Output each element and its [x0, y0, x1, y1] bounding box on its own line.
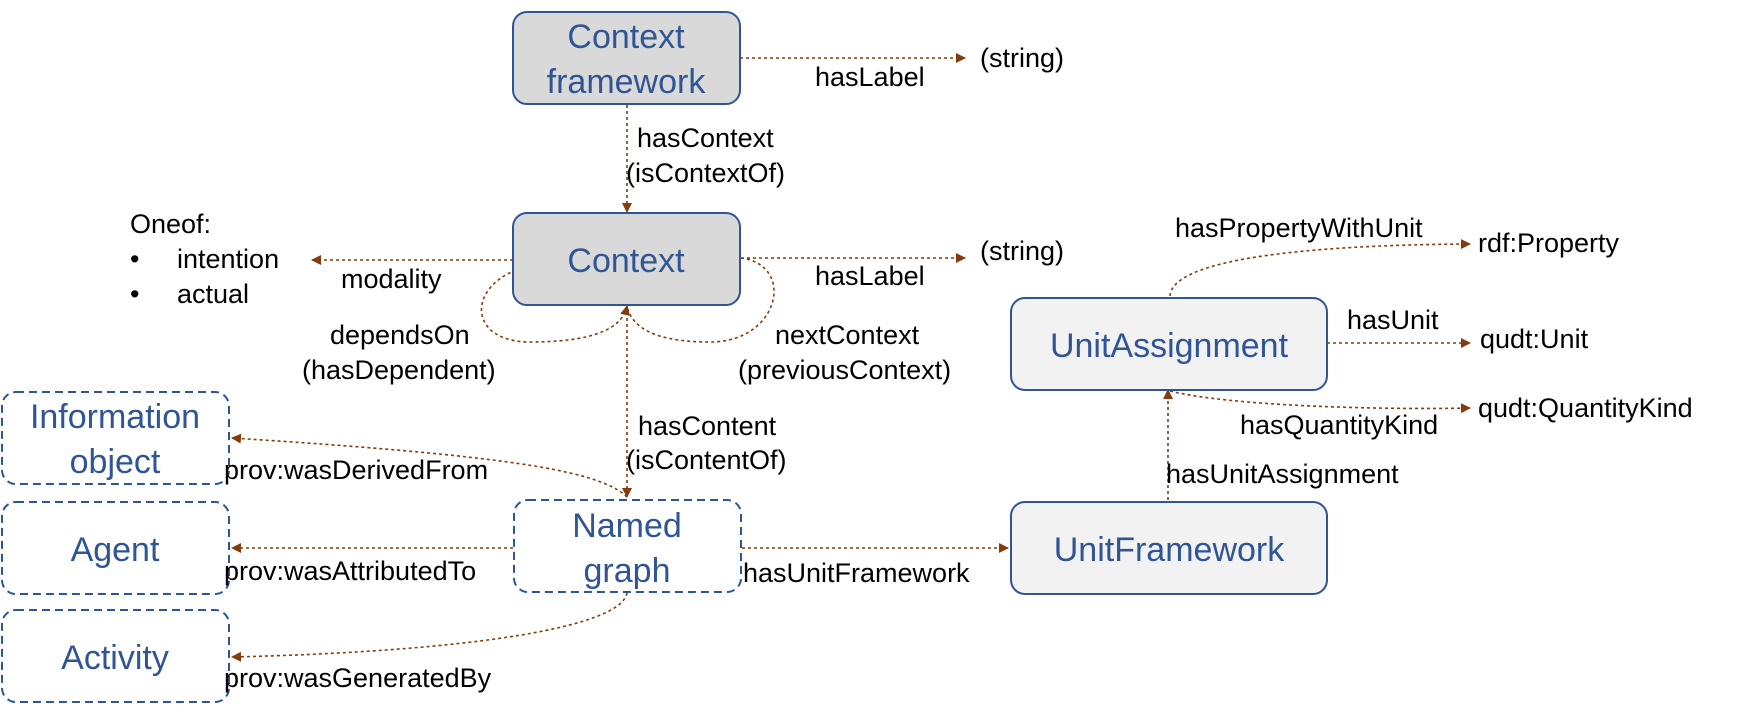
oneof-item-actual: actual [177, 279, 249, 309]
node-named-graph: Named graph [513, 499, 742, 593]
node-label-line1: Named [572, 507, 682, 545]
literal-qudt-quantitykind: qudt:QuantityKind [1478, 393, 1693, 423]
label-next-context: nextContext [775, 320, 920, 350]
oneof-bullet-1: • [130, 244, 139, 274]
oneof-list: Oneof: • intention • actual [130, 209, 279, 309]
label-depends-on: dependsOn [330, 320, 470, 350]
oneof-bullet-2: • [130, 279, 139, 309]
node-unit-framework: UnitFramework [1010, 501, 1328, 595]
label-modality: modality [341, 264, 442, 294]
label-has-context: hasContext [637, 123, 774, 153]
edge-labels: hasLabel hasContext (isContextOf) hasLab… [224, 62, 1439, 693]
node-context-framework: Context framework [512, 11, 741, 105]
literal-qudt-unit: qudt:Unit [1480, 324, 1589, 354]
node-context: Context [512, 212, 741, 306]
oneof-item-intention: intention [177, 244, 279, 274]
edge-was-derived-from [231, 433, 628, 498]
label-previous-context: (previousContext) [738, 355, 951, 385]
label-was-derived-from: prov:wasDerivedFrom [224, 455, 488, 485]
oneof-title: Oneof: [130, 209, 211, 239]
node-label-line1: Information [30, 398, 200, 436]
edge-next-context-loop [626, 257, 775, 343]
label-is-content-of: (isContentOf) [626, 445, 787, 475]
label-has-content: hasContent [638, 411, 777, 441]
node-box [1, 609, 230, 703]
node-label: Context [567, 242, 685, 280]
node-label-line2: object [70, 443, 161, 481]
node-label: Agent [71, 531, 160, 569]
node-box [512, 212, 741, 306]
node-information-object: Information object [1, 391, 230, 485]
node-label: UnitAssignment [1050, 327, 1289, 365]
node-box [1, 501, 230, 595]
label-was-generated-by: prov:wasGeneratedBy [224, 663, 492, 693]
edge-was-generated-by [231, 592, 628, 662]
literal-string-top: (string) [980, 43, 1064, 73]
node-box [1010, 501, 1328, 595]
node-unit-assignment: UnitAssignment [1010, 297, 1328, 391]
node-box [1010, 297, 1328, 391]
label-has-unit: hasUnit [1347, 305, 1439, 335]
edges [231, 53, 1471, 662]
node-label: UnitFramework [1054, 531, 1285, 569]
label-has-unit-assignment: hasUnitAssignment [1166, 459, 1399, 489]
literal-rdf-property: rdf:Property [1478, 228, 1620, 258]
node-agent: Agent [1, 501, 230, 595]
literal-string-mid: (string) [980, 236, 1064, 266]
node-box [513, 499, 742, 593]
label-has-label-mid: hasLabel [815, 261, 925, 291]
label-has-quantity-kind: hasQuantityKind [1240, 410, 1438, 440]
literals: (string) (string) rdf:Property qudt:Unit… [980, 43, 1693, 423]
edge-has-quantity-kind [1169, 390, 1471, 414]
node-box [512, 11, 741, 105]
label-was-attributed-to: prov:wasAttributedTo [224, 556, 476, 586]
edge-depends-on-loop [480, 269, 631, 343]
node-box [1, 391, 230, 485]
label-has-property-with-unit: hasPropertyWithUnit [1175, 213, 1423, 243]
label-has-label-top: hasLabel [815, 62, 925, 92]
node-label-line1: Context [567, 18, 685, 56]
node-label: Activity [61, 639, 169, 677]
label-has-dependent: (hasDependent) [302, 355, 496, 385]
edge-has-property-with-unit [1169, 239, 1471, 297]
node-label-line2: graph [584, 552, 671, 590]
label-is-context-of: (isContextOf) [626, 158, 785, 188]
node-activity: Activity [1, 609, 230, 703]
label-has-unit-framework: hasUnitFramework [743, 558, 970, 588]
node-label-line2: framework [547, 63, 707, 101]
